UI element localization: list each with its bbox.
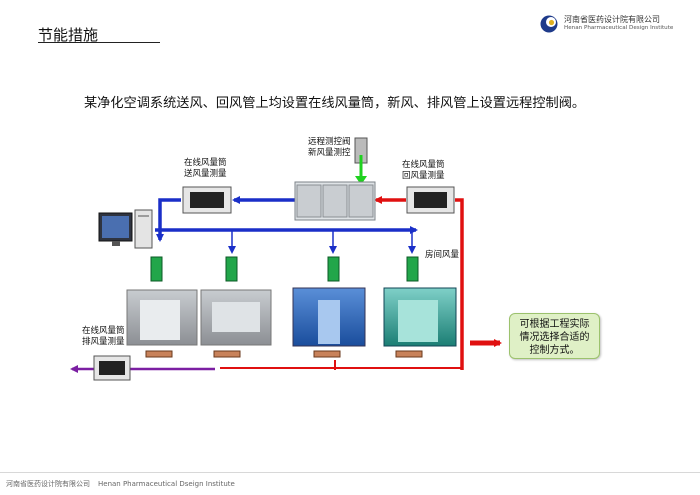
computer-icon [98,209,153,249]
return-flow-meter [406,186,455,214]
air-handling-unit [294,181,376,221]
supply-meter-label: 在线风量筒 送风量测量 [184,158,227,179]
exhaust-meter-label: 在线风量筒 排风量测量 [82,326,125,347]
clean-rooms [126,287,457,347]
supply-branch-lines [228,231,416,254]
footer: 河南省医药设计院有限公司 Henan Pharmaceutical Dseign … [6,479,235,489]
supply-dampers [150,256,419,282]
fresh-air-inlet [354,137,368,185]
footer-org-en: Henan Pharmaceutical Dseign Institute [98,480,235,488]
page-title: 节能措施 [38,26,99,44]
control-method-note: 可根据工程实际情况选择合适的控制方式。 [509,313,600,359]
remote-valve-label: 远程测控阀 新风量测控 [308,137,351,158]
headline-text: 某净化空调系统送风、回风管上均设置在线风量筒，新风、排风管上设置远程控制阀。 [84,96,586,111]
room-air-label: 房间风量 [425,250,460,260]
footer-org-cn: 河南省医药设计院有限公司 [6,480,90,488]
company-logo-icon [540,15,558,33]
org-name-cn: 河南省医药设计院有限公司 [564,15,660,24]
exhaust-flow-meter [93,355,131,381]
footer-divider [0,472,700,473]
return-grilles [145,350,423,358]
org-name-en: Henan Pharmaceutical Design Institute [564,25,674,31]
supply-air-ducts [155,196,418,242]
supply-flow-meter [182,186,232,214]
return-meter-label: 在线风量筒 回风量测量 [402,160,445,181]
title-underline [38,42,160,43]
return-air-ducts [220,196,502,370]
